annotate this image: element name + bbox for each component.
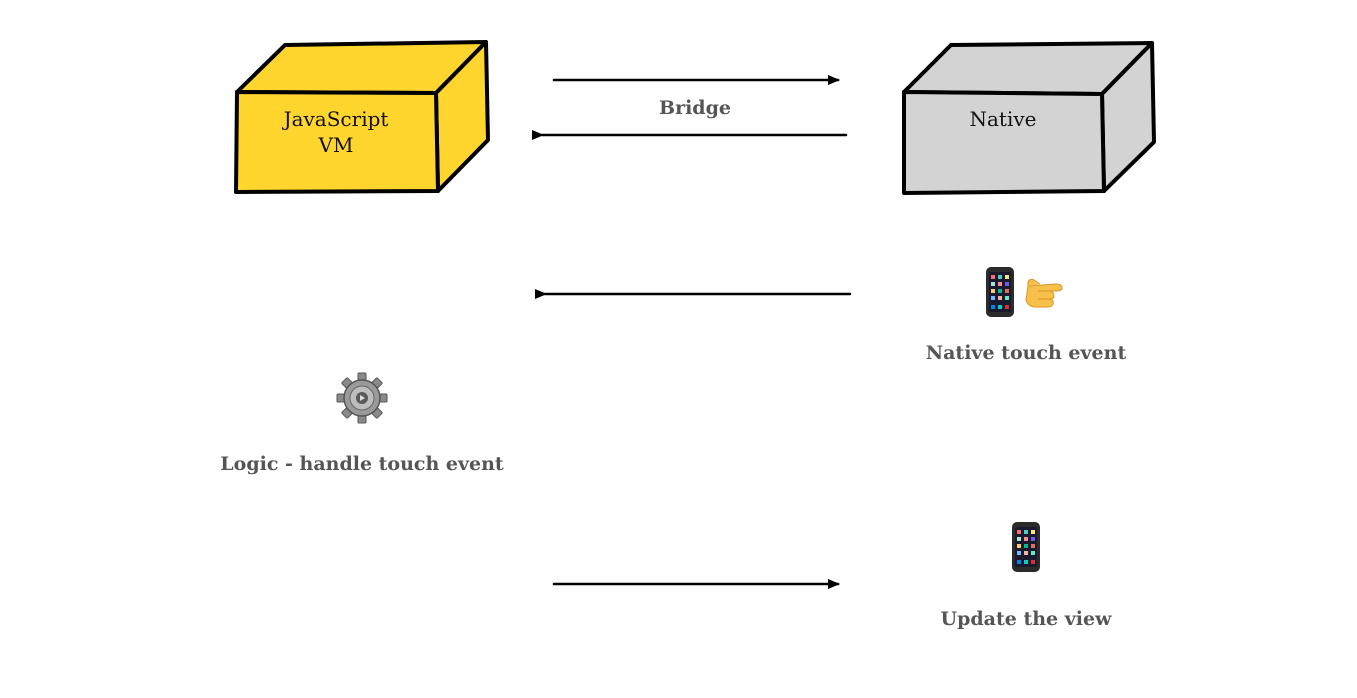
update-caption: Update the view (941, 608, 1113, 630)
bridge-label: Bridge (659, 97, 731, 119)
smartphone-icon (986, 267, 1014, 317)
logic-caption: Logic - handle touch event (220, 453, 504, 475)
javascript-vm-label-line2: VM (318, 133, 354, 157)
smartphone-icon (1012, 522, 1040, 572)
native-label: Native (970, 107, 1037, 131)
native-box: Native (902, 41, 1156, 195)
javascript-vm-box: JavaScript VM (234, 40, 490, 194)
pointing-hand-icon (1025, 278, 1063, 308)
javascript-vm-label-line1: JavaScript (282, 107, 389, 131)
native-touch-caption: Native touch event (926, 342, 1127, 364)
gear-icon (336, 372, 388, 424)
